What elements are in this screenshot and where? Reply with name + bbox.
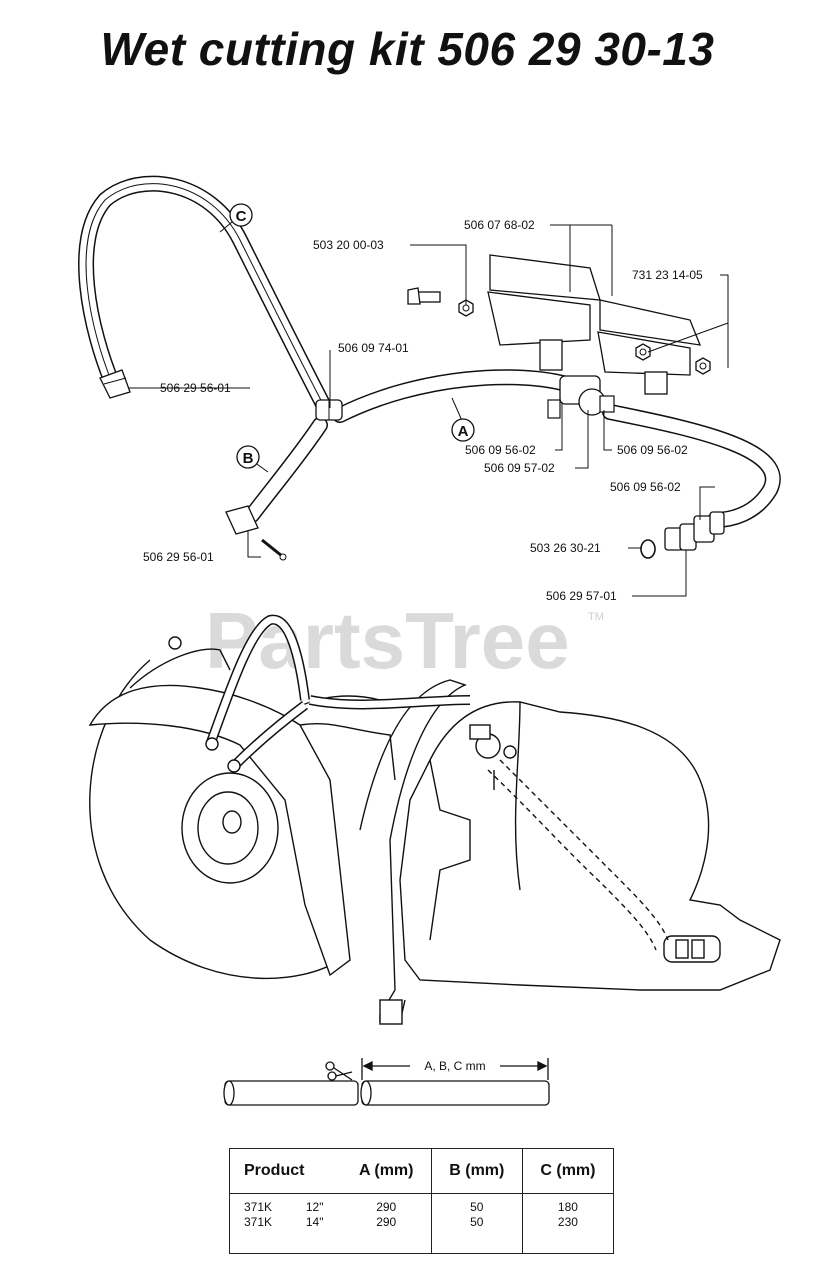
part-label-506-09-56-02-right: 506 09 56-02 bbox=[617, 443, 688, 457]
quick-coupling bbox=[640, 511, 725, 559]
specification-table: Product A (mm) B (mm) C (mm) 371K 371K 1… bbox=[229, 1148, 614, 1254]
nozzle-b bbox=[225, 505, 287, 561]
table-header-row: Product A (mm) B (mm) C (mm) bbox=[229, 1148, 614, 1194]
t-connector bbox=[315, 399, 343, 421]
label-a: A bbox=[451, 418, 475, 442]
leader-lines bbox=[128, 221, 729, 597]
part-label-506-09-57-02: 506 09 57-02 bbox=[484, 461, 555, 475]
nozzle-c bbox=[99, 369, 131, 399]
part-label-731-23-14-05: 731 23 14-05 bbox=[632, 268, 703, 282]
cell-b: 50 50 bbox=[430, 1193, 523, 1254]
header-a: A (mm) bbox=[341, 1148, 432, 1194]
header-product: Product bbox=[229, 1148, 342, 1194]
cell-size: 12" 14" bbox=[305, 1200, 324, 1229]
part-label-506-29-56-01-bottom: 506 29 56-01 bbox=[143, 550, 214, 564]
hose-c bbox=[78, 175, 333, 416]
part-label-506-29-57-01: 506 29 57-01 bbox=[546, 589, 617, 603]
cell-a: 290 290 bbox=[376, 1200, 397, 1229]
part-label-503-20-00-03: 503 20 00-03 bbox=[313, 238, 384, 252]
watermark-text: PartsTree bbox=[205, 596, 570, 685]
header-c: C (mm) bbox=[521, 1148, 614, 1194]
part-label-506-09-56-02-left: 506 09 56-02 bbox=[465, 443, 536, 457]
dimension-label: A, B, C mm bbox=[424, 1059, 485, 1073]
label-b: B bbox=[236, 445, 260, 469]
hose-a bbox=[332, 369, 781, 528]
table-row: 371K 371K 12" 14" 290 290 50 50 180 230 bbox=[230, 1193, 614, 1254]
bolt bbox=[407, 287, 441, 305]
svg-text:C: C bbox=[236, 208, 247, 225]
part-label-506-09-56-02-lower: 506 09 56-02 bbox=[610, 480, 681, 494]
power-cutter-illustration bbox=[88, 614, 781, 1025]
bracket bbox=[487, 254, 702, 395]
hose-b bbox=[244, 417, 328, 523]
watermark-trademark: TM bbox=[588, 611, 604, 623]
cell-c: 180 230 bbox=[521, 1193, 614, 1254]
svg-text:B: B bbox=[243, 450, 254, 467]
page-title: Wet cutting kit 506 29 30-13 bbox=[100, 23, 715, 75]
header-b: B (mm) bbox=[430, 1148, 523, 1194]
cut-length-detail bbox=[223, 1058, 550, 1106]
cell-product: 371K 371K bbox=[244, 1200, 273, 1229]
part-label-503-26-30-21: 503 26 30-21 bbox=[530, 541, 601, 555]
part-label-506-07-68-02: 506 07 68-02 bbox=[464, 218, 535, 232]
label-c: C bbox=[229, 203, 253, 227]
part-label-506-09-74-01: 506 09 74-01 bbox=[338, 341, 409, 355]
svg-text:A: A bbox=[458, 423, 469, 440]
valve-assembly bbox=[547, 375, 615, 419]
part-label-506-29-56-01-top: 506 29 56-01 bbox=[160, 381, 231, 395]
